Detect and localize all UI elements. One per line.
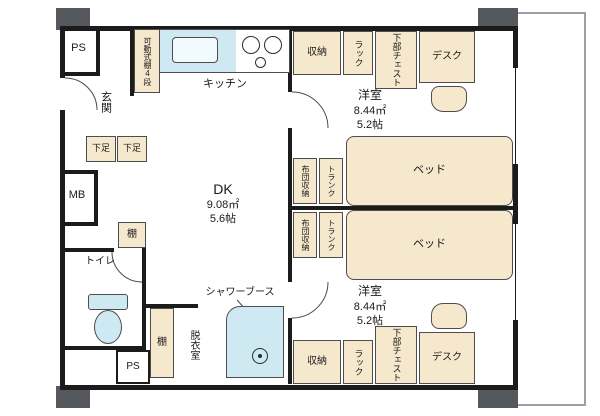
rack: ラック bbox=[343, 31, 373, 75]
bedroom-top-area: 8.44㎡ bbox=[353, 104, 387, 117]
chair bbox=[431, 86, 467, 112]
shower-drain-dot-icon bbox=[258, 354, 262, 358]
futon-storage: 布団収納 bbox=[293, 212, 317, 258]
trunk: トランク bbox=[319, 158, 343, 204]
chair bbox=[431, 303, 467, 329]
toilet-tank bbox=[88, 294, 128, 310]
window-top-line bbox=[515, 68, 516, 164]
wall-segment bbox=[130, 26, 134, 96]
bedroom-bottom-name: 洋室 bbox=[357, 283, 382, 298]
wall-left bbox=[60, 26, 65, 390]
wall-segment bbox=[96, 26, 100, 76]
lower-chest: 下部チェスト bbox=[375, 31, 417, 89]
toilet-bowl bbox=[94, 310, 122, 344]
dk-size: 5.6帖 bbox=[209, 213, 237, 226]
bedroom-top-name: 洋室 bbox=[357, 87, 382, 102]
wall-segment bbox=[60, 248, 114, 252]
shelf-dressing: 棚 bbox=[150, 308, 174, 378]
lower-chest: 下部チェスト bbox=[375, 326, 417, 384]
wall-segment bbox=[60, 222, 98, 226]
desk: デスク bbox=[419, 31, 475, 83]
stove-burner-icon bbox=[264, 36, 282, 54]
wall-segment bbox=[146, 304, 198, 308]
entrance-door-opening bbox=[60, 78, 65, 110]
bedroom-top-size: 5.2帖 bbox=[356, 118, 384, 131]
wall-segment bbox=[60, 170, 98, 174]
bed: ベッド bbox=[346, 210, 513, 280]
stove-burner-icon bbox=[255, 57, 266, 68]
dk-area: 9.08㎡ bbox=[206, 198, 240, 211]
bedroom-bottom-area: 8.44㎡ bbox=[353, 300, 387, 313]
window-bottom-line bbox=[515, 224, 516, 320]
shoe-box: 下足 bbox=[117, 136, 147, 162]
dk-name: DK bbox=[213, 180, 233, 197]
pillar-bottom-right bbox=[478, 386, 518, 408]
room-label-genkan: 玄関 bbox=[99, 91, 112, 113]
pillar-top-left bbox=[56, 8, 90, 30]
bedroom-top-door-arc bbox=[291, 91, 329, 129]
wall-segment bbox=[288, 128, 292, 282]
wall-segment bbox=[288, 318, 292, 384]
room-label-shower-booth: シャワーブース bbox=[205, 287, 275, 298]
room-label-mb: MB bbox=[68, 188, 86, 201]
desk: デスク bbox=[419, 332, 475, 384]
bed: ベッド bbox=[346, 136, 513, 206]
stove-burner-icon bbox=[242, 36, 260, 54]
wall-segment bbox=[142, 248, 146, 350]
room-label-bedroom-bottom: 洋室 8.44㎡ 5.2帖 bbox=[325, 282, 415, 330]
shower-booth bbox=[226, 306, 284, 378]
room-label-dressing: 脱衣室 bbox=[188, 330, 199, 360]
kitchen-sink-basin bbox=[172, 37, 218, 63]
wall-bottom bbox=[60, 385, 518, 390]
storage-closet: 収納 bbox=[293, 31, 341, 75]
wall-segment bbox=[60, 72, 100, 76]
wall-segment bbox=[94, 170, 98, 226]
entrance-door-arc bbox=[64, 77, 98, 111]
storage-closet: 収納 bbox=[293, 340, 341, 384]
trunk: トランク bbox=[319, 212, 343, 258]
pipe-space-bottom: PS bbox=[116, 350, 150, 384]
futon-storage: 布団収納 bbox=[293, 158, 317, 204]
movable-shelf: 可動式棚4段 bbox=[134, 29, 160, 93]
wall-segment bbox=[60, 346, 146, 350]
pillar-bottom-left bbox=[56, 386, 90, 408]
shoe-box: 下足 bbox=[86, 136, 116, 162]
room-label-dk: DK 9.08㎡ 5.6帖 bbox=[178, 176, 268, 230]
shelf-mb: 棚 bbox=[118, 222, 146, 248]
rack: ラック bbox=[343, 340, 373, 384]
room-label-toilet: トイレ bbox=[85, 255, 115, 267]
wall-bedroom-divider bbox=[288, 206, 518, 210]
wall-segment bbox=[288, 26, 292, 92]
shower-drain-icon bbox=[252, 348, 268, 364]
bedroom-bottom-door-arc bbox=[291, 281, 329, 319]
balcony-outline bbox=[518, 12, 586, 406]
room-label-bedroom-top: 洋室 8.44㎡ 5.2帖 bbox=[325, 86, 415, 134]
room-label-kitchen: キッチン bbox=[203, 77, 247, 90]
bedroom-bottom-size: 5.2帖 bbox=[356, 314, 384, 327]
room-label-ps-top: PS bbox=[71, 41, 86, 54]
pillar-top-right bbox=[478, 8, 518, 30]
